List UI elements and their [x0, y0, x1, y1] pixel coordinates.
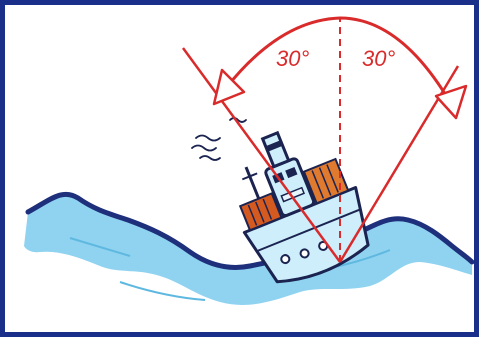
- right-angle-label: 30°: [362, 46, 395, 71]
- right-arrowhead-icon: [436, 86, 466, 118]
- left-arrowhead-icon: [214, 70, 244, 104]
- left-angle-label: 30°: [276, 46, 309, 71]
- roll-angle-arc: [226, 18, 450, 102]
